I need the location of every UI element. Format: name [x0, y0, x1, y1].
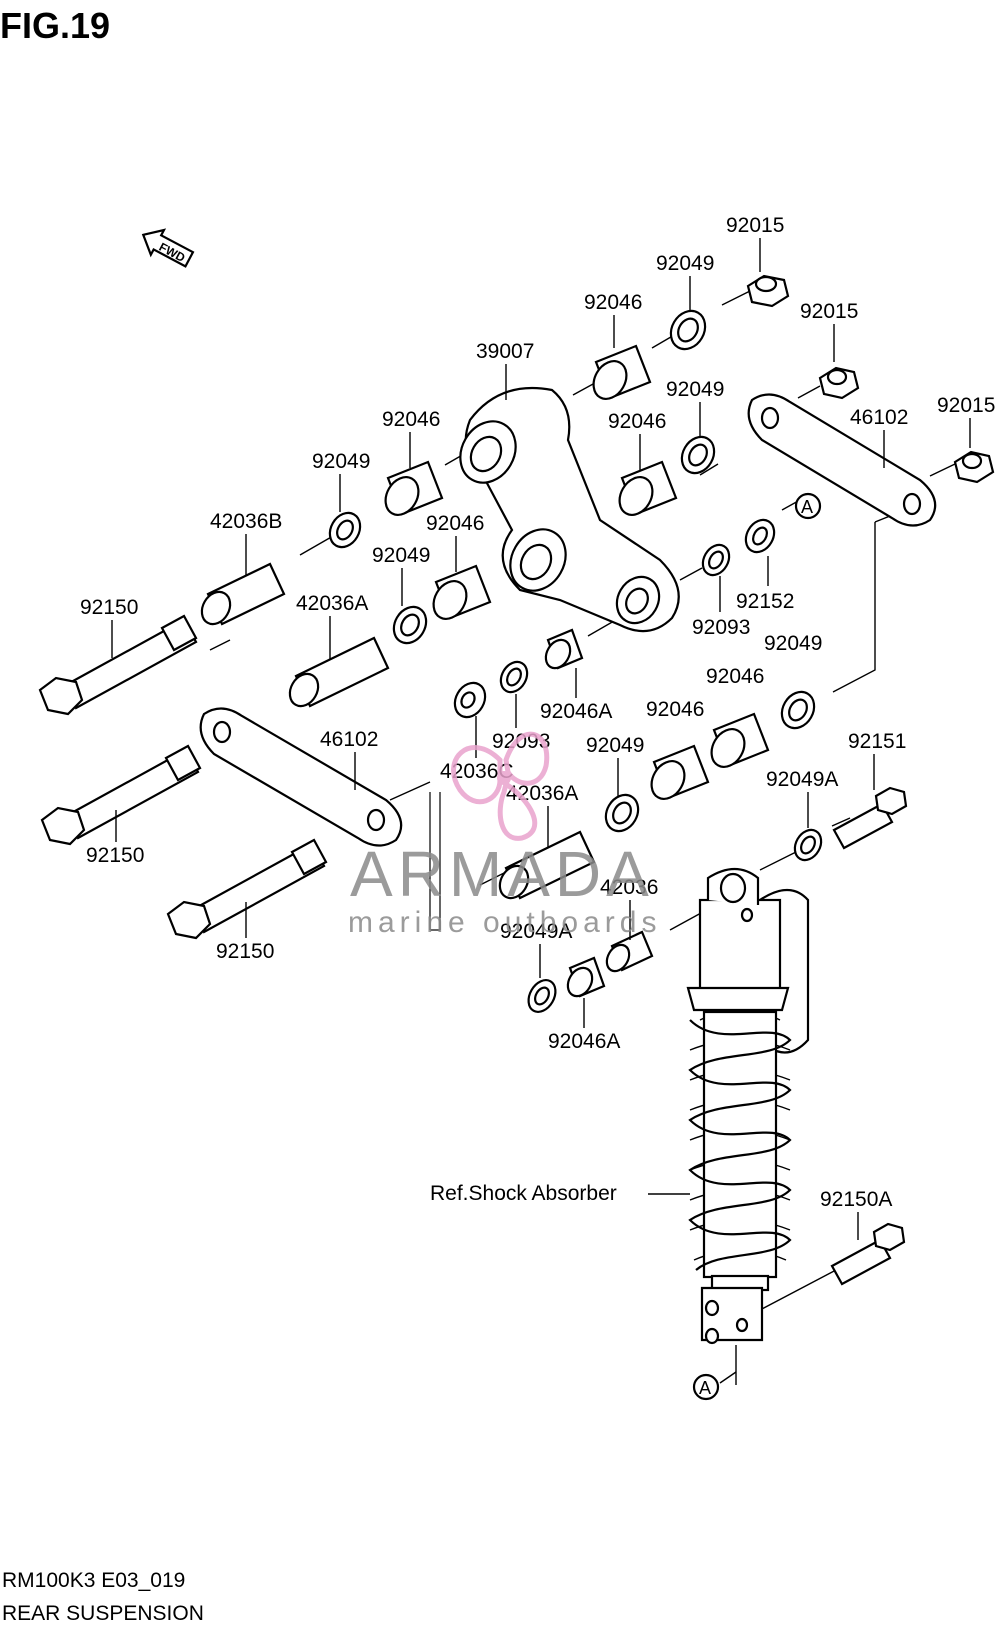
bearing-92046A-upper [544, 628, 584, 670]
label-92015-top: 92015 [726, 214, 784, 237]
sleeve-42036B [200, 562, 286, 626]
sleeve-42036A-upper [288, 636, 390, 708]
seal-92049A-lower [527, 979, 557, 1013]
label-92049-left: 92049 [312, 450, 370, 473]
label-92015-right: 92015 [937, 394, 995, 417]
ref-marker-a-bottom: A [692, 1373, 720, 1401]
ref-marker-a-top: A [794, 492, 822, 520]
label-92015-mid: 92015 [800, 300, 858, 323]
label-92150-lower: 92150 [216, 940, 274, 963]
label-92046-top: 92046 [584, 291, 642, 314]
label-92046-left: 92046 [382, 408, 440, 431]
bolt-92151 [832, 786, 908, 850]
bearing-92046-mid [618, 460, 678, 516]
svg-text:A: A [699, 1378, 711, 1398]
bolt-92150-lower [166, 838, 328, 940]
sleeve-42036A-lower [498, 830, 596, 900]
fwd-arrow-icon: FWD [141, 228, 195, 268]
link-plate-46102-left [199, 707, 403, 847]
collar-42036C [453, 681, 487, 719]
bolt-92150A [830, 1222, 906, 1286]
figure-name: REAR SUSPENSION [2, 1602, 204, 1625]
svg-text:A: A [801, 497, 813, 517]
label-ref-shock-absorber: Ref.Shock Absorber [430, 1182, 617, 1205]
bearing-92046-right [710, 712, 770, 768]
label-46102-left: 46102 [320, 728, 378, 751]
label-92151: 92151 [848, 730, 906, 753]
label-42036: 42036 [600, 876, 658, 899]
label-92046A-lower: 92046A [548, 1030, 620, 1053]
label-92150A: 92150A [820, 1188, 892, 1211]
label-92093-top: 92093 [692, 616, 750, 639]
watermark-tagline: marine outboards [348, 906, 661, 939]
label-92046A-upper: 92046A [540, 700, 612, 723]
label-92046-lower: 92046 [426, 512, 484, 535]
nut-92015-mid [818, 366, 860, 400]
bearing-92046-top [592, 344, 652, 400]
watermark-logo: ARMADA marine outboards [348, 731, 661, 939]
nut-92015-right [953, 450, 995, 484]
seal-92049-center [604, 793, 640, 833]
label-92046-center: 92046 [646, 698, 704, 721]
label-92152: 92152 [736, 590, 794, 613]
bolt-92150-upper [38, 614, 198, 716]
seal-92049-right [780, 690, 816, 730]
watermark-brand: ARMADA [350, 838, 654, 910]
label-42036A-upper: 42036A [296, 592, 368, 615]
bearing-92046-lower [432, 564, 492, 620]
seal-92093-lower [499, 660, 529, 694]
label-92049-center: 92049 [586, 734, 644, 757]
label-92049-right: 92049 [764, 632, 822, 655]
label-92049-top: 92049 [656, 252, 714, 275]
label-46102-right: 46102 [850, 406, 908, 429]
label-92150-upper: 92150 [80, 596, 138, 619]
label-92049A-upper: 92049A [766, 768, 838, 791]
seal-92093-top [701, 543, 731, 577]
seal-92049-top [669, 309, 707, 351]
figure-code: RM100K3 E03_019 [2, 1569, 185, 1592]
label-92049A-lower: 92049A [500, 920, 572, 943]
bearing-92046-left [384, 460, 444, 516]
figure-title: FIG.19 [0, 5, 110, 46]
seal-92049A-upper [793, 828, 823, 862]
bolt-92150-middle [40, 744, 202, 846]
label-92046-mid: 92046 [608, 410, 666, 433]
label-92046-right: 92046 [706, 665, 764, 688]
shock-absorber [686, 867, 810, 1385]
bearing-92046A-lower [566, 956, 606, 998]
seal-92049-mid [680, 435, 716, 475]
part-labels: 92015 92049 92015 92046 39007 92049 9201… [80, 214, 995, 1211]
nut-92015-top [746, 274, 790, 308]
link-plate-46102-right [747, 393, 937, 527]
bearing-92046-center [650, 744, 710, 800]
label-92049-mid: 92049 [666, 378, 724, 401]
label-92049-lower: 92049 [372, 544, 430, 567]
label-leaders [111, 238, 971, 1240]
seal-92049-lower [392, 605, 428, 645]
label-39007: 39007 [476, 340, 534, 363]
bushing-92152 [744, 518, 776, 554]
seal-92049-left [328, 511, 362, 549]
propeller-icon [451, 731, 550, 841]
label-42036C: 42036C [440, 760, 514, 783]
label-42036B: 42036B [210, 510, 282, 533]
label-92150-middle: 92150 [86, 844, 144, 867]
link-arm-39007 [459, 386, 680, 633]
sleeve-42036 [605, 930, 654, 973]
